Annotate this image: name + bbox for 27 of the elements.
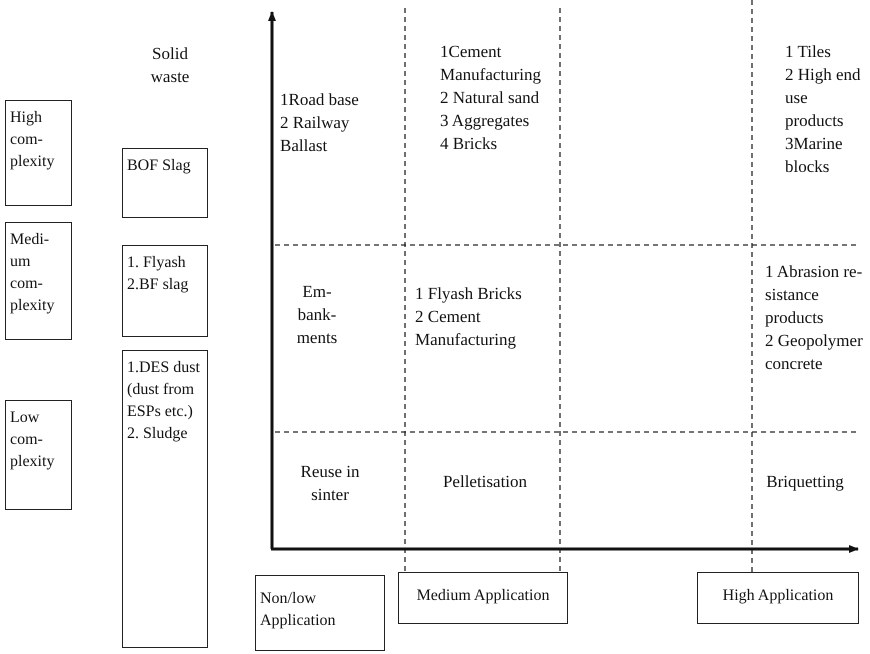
use-item: Reuse in sinter — [300, 461, 360, 506]
section-heading: Solid waste — [150, 43, 190, 88]
complexity-box: Medi- um com- plexity — [5, 222, 72, 340]
use-item: 2 High end use products — [785, 64, 862, 132]
use-item: Em- bank- ments — [296, 281, 338, 349]
application-box: Medium Application — [398, 572, 568, 624]
use-item: 1 Tiles — [785, 41, 832, 63]
use-item: 1 Abrasion re- sistance products — [765, 261, 864, 329]
use-item: Pelletisation — [442, 471, 528, 493]
application-box: Non/low Application — [255, 575, 385, 651]
use-item: 3 Aggregates — [440, 110, 530, 132]
waste-box: 1.DES dust (dust from ESPs etc.) 2. Sludge — [122, 350, 208, 648]
use-item: Briquetting — [765, 471, 845, 493]
waste-box: 1. Flyash 2.BF slag — [122, 245, 208, 337]
application-box: High Application — [697, 572, 859, 624]
use-item: 2 Natural sand — [440, 87, 540, 109]
use-item: 2 Railway Ballast — [280, 112, 350, 157]
complexity-box: High com- plexity — [5, 100, 72, 206]
use-item: 1Road base — [280, 89, 360, 111]
use-item: 3Marine blocks — [785, 133, 844, 178]
waste-box: BOF Slag — [122, 148, 208, 218]
use-item: 2 Geopolymer concrete — [765, 330, 864, 375]
use-item: 2 Cement Manufacturing — [415, 306, 518, 351]
use-item: 1Cement Manufacturing — [440, 41, 542, 86]
use-item: 4 Bricks — [440, 133, 498, 155]
complexity-box: Low com- plexity — [5, 400, 72, 510]
use-item: 1 Flyash Bricks — [415, 283, 523, 305]
